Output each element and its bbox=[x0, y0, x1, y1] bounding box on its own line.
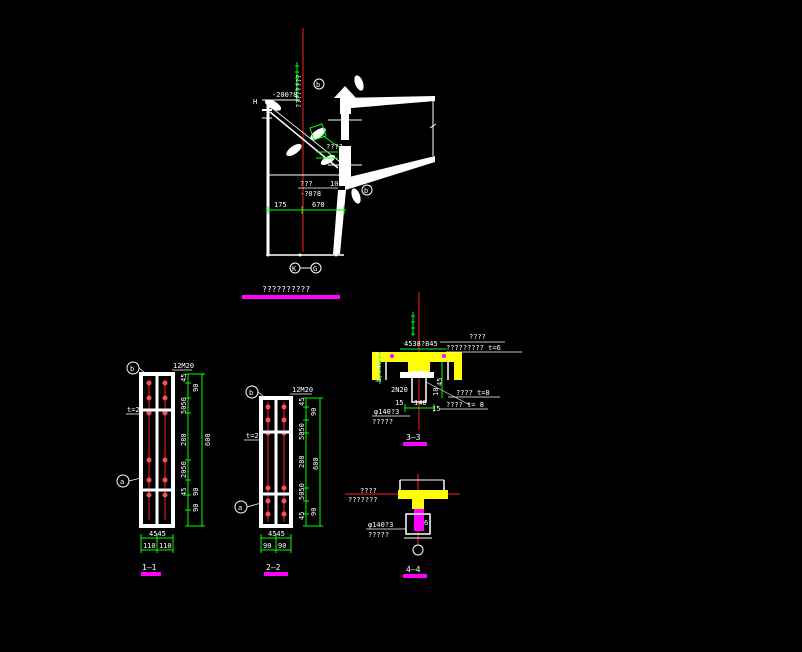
mark-b-top: b bbox=[316, 81, 320, 89]
s4-pipe-sub: ????? bbox=[368, 531, 389, 539]
mark-b-bottom: b bbox=[364, 187, 368, 195]
s4-pipe-label: φ140?3 bbox=[368, 521, 393, 529]
s1-dim-7: 90 bbox=[192, 504, 200, 512]
dim-670: 670 bbox=[312, 201, 325, 209]
s1-bolt-label: 12M20 bbox=[173, 362, 194, 370]
lower-label-1: ??? bbox=[300, 180, 313, 188]
s1-dim-6: 90 bbox=[192, 488, 200, 496]
inclined-leg bbox=[333, 190, 346, 254]
s2-mark-b: b bbox=[249, 389, 253, 397]
s1-dim-bottom2-1: 110 bbox=[159, 542, 172, 550]
axis-g: G bbox=[313, 265, 317, 273]
section1-title-bar bbox=[141, 572, 161, 576]
s1-dim-total: 600 bbox=[204, 433, 212, 446]
s1-dim-bottom1: 4545 bbox=[149, 530, 166, 538]
s1-mark-b: b bbox=[130, 365, 134, 373]
s1-dim-3: 280 bbox=[180, 433, 188, 446]
s4-web bbox=[412, 499, 424, 509]
section1-title: 1—1 bbox=[142, 563, 157, 572]
s2-dim-bottom2-1: 90 bbox=[278, 542, 286, 550]
s1-dim-0: 45 bbox=[180, 374, 188, 382]
h-label: H bbox=[253, 98, 257, 106]
s2-dim-total: 600 bbox=[312, 457, 320, 470]
s1-dim-1: 90 bbox=[192, 384, 200, 392]
s2-dim-4: 5050 bbox=[298, 483, 306, 500]
section3-title-bar bbox=[403, 442, 427, 446]
s3-web bbox=[408, 362, 430, 372]
s2-dim-0: 45 bbox=[298, 398, 306, 406]
s1-mark-a: a bbox=[120, 478, 124, 486]
s3-top-flange bbox=[372, 352, 462, 362]
axis-k: K bbox=[292, 265, 297, 273]
s2-dim-5: 45 bbox=[298, 512, 306, 520]
s3-label-t6: ????????? t=6 bbox=[446, 344, 501, 352]
s2-dim-3: 280 bbox=[298, 455, 306, 468]
section2-title: 2—2 bbox=[266, 563, 281, 572]
s3-2n20: 2N20 bbox=[391, 386, 408, 394]
s3-dim-45: 45 bbox=[436, 378, 444, 386]
section3-title: 3—3 bbox=[406, 433, 421, 442]
s1-dim-4: 2050 bbox=[180, 461, 188, 478]
top-label: ???????? bbox=[295, 74, 303, 108]
s4-pipe-circle bbox=[412, 544, 424, 556]
s3-label-t8a: ???? t=8 bbox=[456, 389, 490, 397]
s1-dim-5: 45 bbox=[180, 488, 188, 496]
s2-dim-1: 90 bbox=[310, 408, 318, 416]
section-4-4: ???? ??????? φ140?3 ????? 6 4—4 bbox=[345, 474, 460, 578]
rafter-upper bbox=[340, 96, 435, 108]
section-1-1: b 12M20 a t=2 45 90 5050 280 2050 45 90 … bbox=[116, 361, 212, 576]
s1-dim-2: 5050 bbox=[180, 397, 188, 414]
rafter-lower bbox=[345, 156, 435, 190]
elevation-title: ?????????? bbox=[262, 285, 310, 294]
s3-label-top: ???? bbox=[469, 333, 486, 341]
section-2-2: b 12M20 a t=2 45 90 5050 280 5050 45 90 … bbox=[234, 385, 323, 576]
section4-title-bar bbox=[403, 574, 427, 578]
s4-dim-6: 6 bbox=[424, 519, 428, 527]
dim-175: 175 bbox=[274, 201, 287, 209]
section-3-3: 4538?845 b/?4?/2 ???? ????????? t=6 ????… bbox=[372, 292, 522, 446]
elevation-title-bar bbox=[242, 295, 340, 299]
s4-label-sub: ??????? bbox=[348, 496, 378, 504]
s3-left-label: b/?4?/2 bbox=[375, 352, 383, 382]
s1-dim-bottom2-0: 110 bbox=[143, 542, 156, 550]
section1-bolts bbox=[146, 380, 168, 498]
s2-dim-bottom1: 4545 bbox=[268, 530, 285, 538]
s3-dim-10: 10 bbox=[432, 388, 440, 396]
s3-left-flange bbox=[372, 352, 380, 380]
s3-pipe-label: φ140?3 bbox=[374, 408, 399, 416]
s2-dim-2: 5050 bbox=[298, 423, 306, 440]
s3-dim-140: 140 bbox=[414, 399, 427, 407]
plate-label: -200?8 bbox=[272, 91, 297, 99]
hub-mid bbox=[339, 146, 351, 186]
s3-label-t8b: ???? t= 8 bbox=[446, 401, 484, 409]
s4-label-top: ???? bbox=[360, 487, 377, 495]
dim-100: 100 bbox=[330, 180, 343, 188]
mid-label: ???? bbox=[326, 143, 343, 151]
lower-label-2: -?0?8 bbox=[300, 190, 321, 198]
elevation-view: ???????? -200?8 H b bbox=[242, 28, 437, 299]
hub-top bbox=[340, 92, 351, 114]
s1-dim-ticks bbox=[185, 373, 205, 527]
s4-stiffener bbox=[414, 509, 424, 531]
s2-dim-6: 90 bbox=[310, 508, 318, 516]
s2-mark-a: a bbox=[238, 504, 242, 512]
s2-bolt-label: 12M20 bbox=[292, 386, 313, 394]
s4-flange bbox=[398, 490, 448, 499]
s3-dim-15a: 15 bbox=[395, 399, 403, 407]
section2-title-bar bbox=[264, 572, 288, 576]
s1-t-label: t=2 bbox=[127, 406, 140, 414]
s3-top-dims: 4538?845 bbox=[404, 340, 438, 348]
s3-right-flange bbox=[454, 352, 462, 380]
s2-t-label: t=2 bbox=[246, 432, 259, 440]
s2-dim-bottom2-0: 90 bbox=[263, 542, 271, 550]
section4-title: 4—4 bbox=[406, 565, 421, 574]
axis-hatch bbox=[295, 62, 299, 100]
s3-dim-15b: 15 bbox=[432, 405, 440, 413]
s2-dim-ticks bbox=[303, 397, 323, 527]
s3-pipe-sub: ????? bbox=[372, 418, 393, 426]
